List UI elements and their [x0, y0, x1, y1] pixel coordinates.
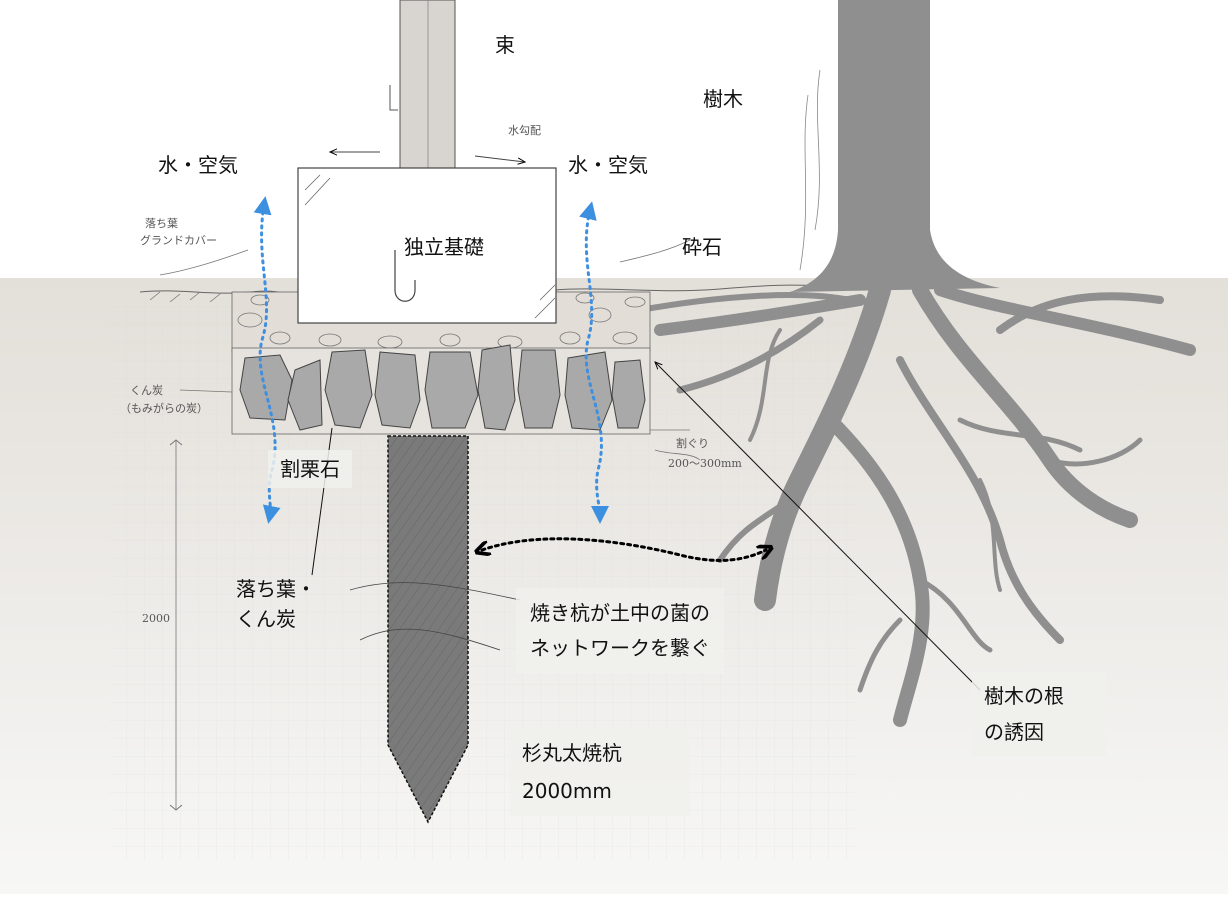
- note-ground-cover-1: 落ち葉: [145, 217, 178, 230]
- note-charcoal-1: くん炭: [130, 384, 163, 397]
- leader-root-inducement: [655, 362, 981, 691]
- label-pile: 杉丸太焼杭 2000mm: [510, 728, 690, 816]
- label-network-line2: ネットワークを繋ぐ: [530, 636, 710, 660]
- label-water-air-right: 水・空気: [568, 153, 648, 177]
- label-crushed-stone: 砕石: [682, 235, 722, 259]
- note-depth: 2000: [142, 612, 170, 625]
- tree-trunk: [790, 0, 1000, 292]
- label-root-inducement-line2: の誘因: [984, 720, 1044, 744]
- label-network: 焼き杭が土中の菌の ネットワークを繋ぐ: [516, 588, 724, 674]
- label-water-air-left: 水・空気: [158, 153, 238, 177]
- label-leaves-charcoal: 落ち葉・ くん炭: [236, 574, 316, 634]
- label-post: 束: [495, 33, 515, 57]
- label-root-inducement-line1: 樹木の根: [984, 684, 1064, 708]
- note-ground-cover-2: グランドカバー: [140, 234, 217, 247]
- note-dig-2: 200〜300mm: [668, 457, 742, 470]
- label-pile-line1: 杉丸太焼杭: [522, 741, 622, 765]
- label-split-stone: 割栗石: [268, 450, 352, 488]
- label-leaves-charcoal-line1: 落ち葉・: [236, 577, 316, 601]
- network-arrow: [482, 537, 766, 562]
- foundation: [297, 167, 557, 324]
- water-air-arrow-left: [253, 196, 281, 524]
- label-pile-line2: 2000mm: [522, 779, 612, 803]
- note-charcoal-2: （もみがらの炭）: [120, 402, 208, 415]
- slope-arrow-right: [474, 155, 525, 162]
- note-dig-1: 割ぐり: [676, 437, 709, 450]
- label-tree: 樹木: [703, 87, 743, 111]
- water-air-arrow-right: [579, 201, 609, 524]
- charred-pile: [349, 435, 521, 824]
- label-leaves-charcoal-line2: くん炭: [236, 607, 296, 631]
- label-network-line1: 焼き杭が土中の菌の: [530, 601, 710, 625]
- post: [399, 0, 456, 169]
- note-slope: 水勾配: [508, 124, 541, 137]
- label-foundation: 独立基礎: [404, 235, 484, 259]
- label-root-inducement: 樹木の根 の誘因: [972, 672, 1106, 756]
